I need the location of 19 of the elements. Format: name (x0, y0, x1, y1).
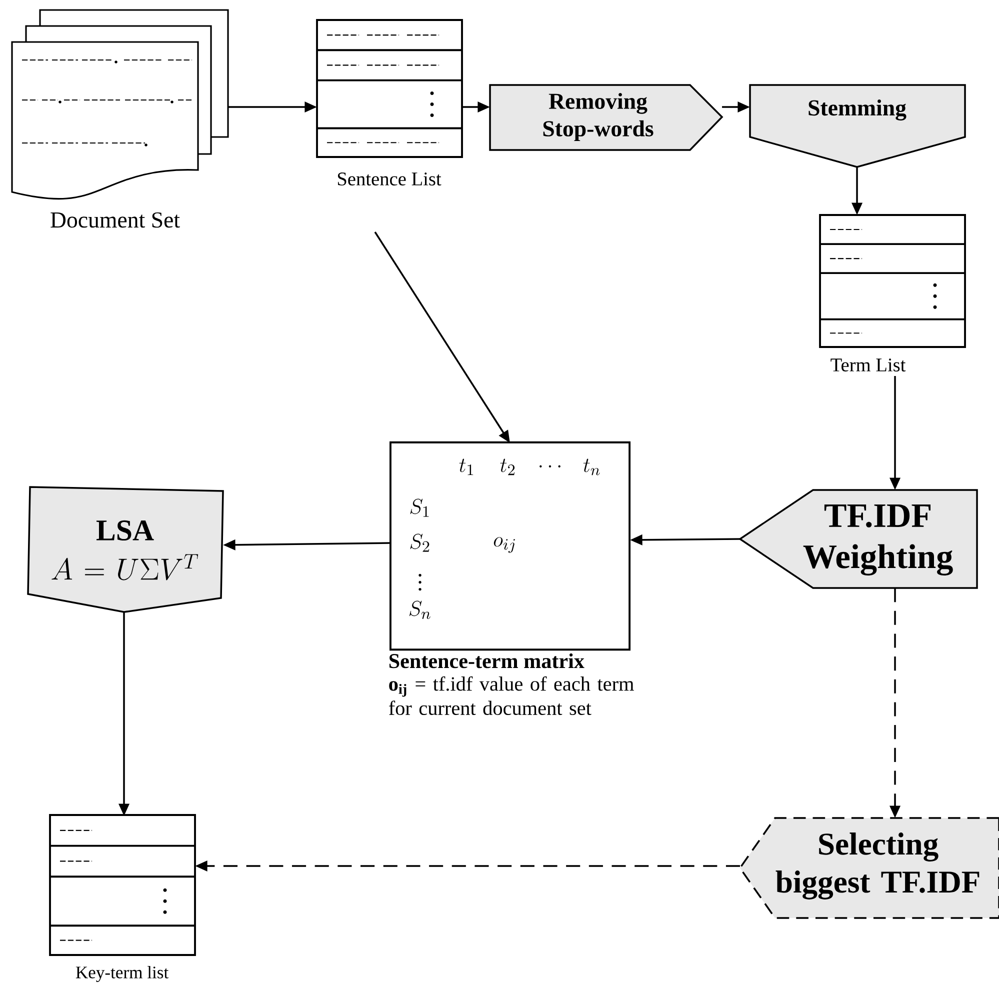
matrix-note: o$_{ij}$ = tf.idf value of each term for current document set (389, 676, 634, 716)
list-drawing (819, 214, 966, 348)
matrix-symbol: $t_1$ (459, 458, 474, 476)
list-caption: Term List (830, 358, 906, 372)
list-drawing (316, 19, 463, 158)
matrix-symbol: $\cdots$ (540, 465, 560, 468)
list-caption: Key-term list (76, 966, 169, 982)
matrix-symbol: $\vdots$ (418, 574, 422, 591)
matrix-symbol: $S_1$ (410, 498, 429, 517)
list-drawing (49, 814, 196, 956)
matrix-symbol: $S_2$ (410, 534, 430, 552)
document-stack-drawing (11, 9, 229, 200)
list-caption: Sentence List (338, 172, 442, 186)
matrix-caption: Sentence-term matrix (390, 653, 584, 668)
matrix-symbol: $t_n$ (583, 458, 600, 476)
matrix-symbol: $o_{ij}$ (494, 537, 515, 553)
matrix-symbol: $t_2$ (500, 458, 515, 476)
list-caption: Document Set (50, 212, 180, 228)
matrix-symbol: $S_n$ (409, 600, 430, 619)
